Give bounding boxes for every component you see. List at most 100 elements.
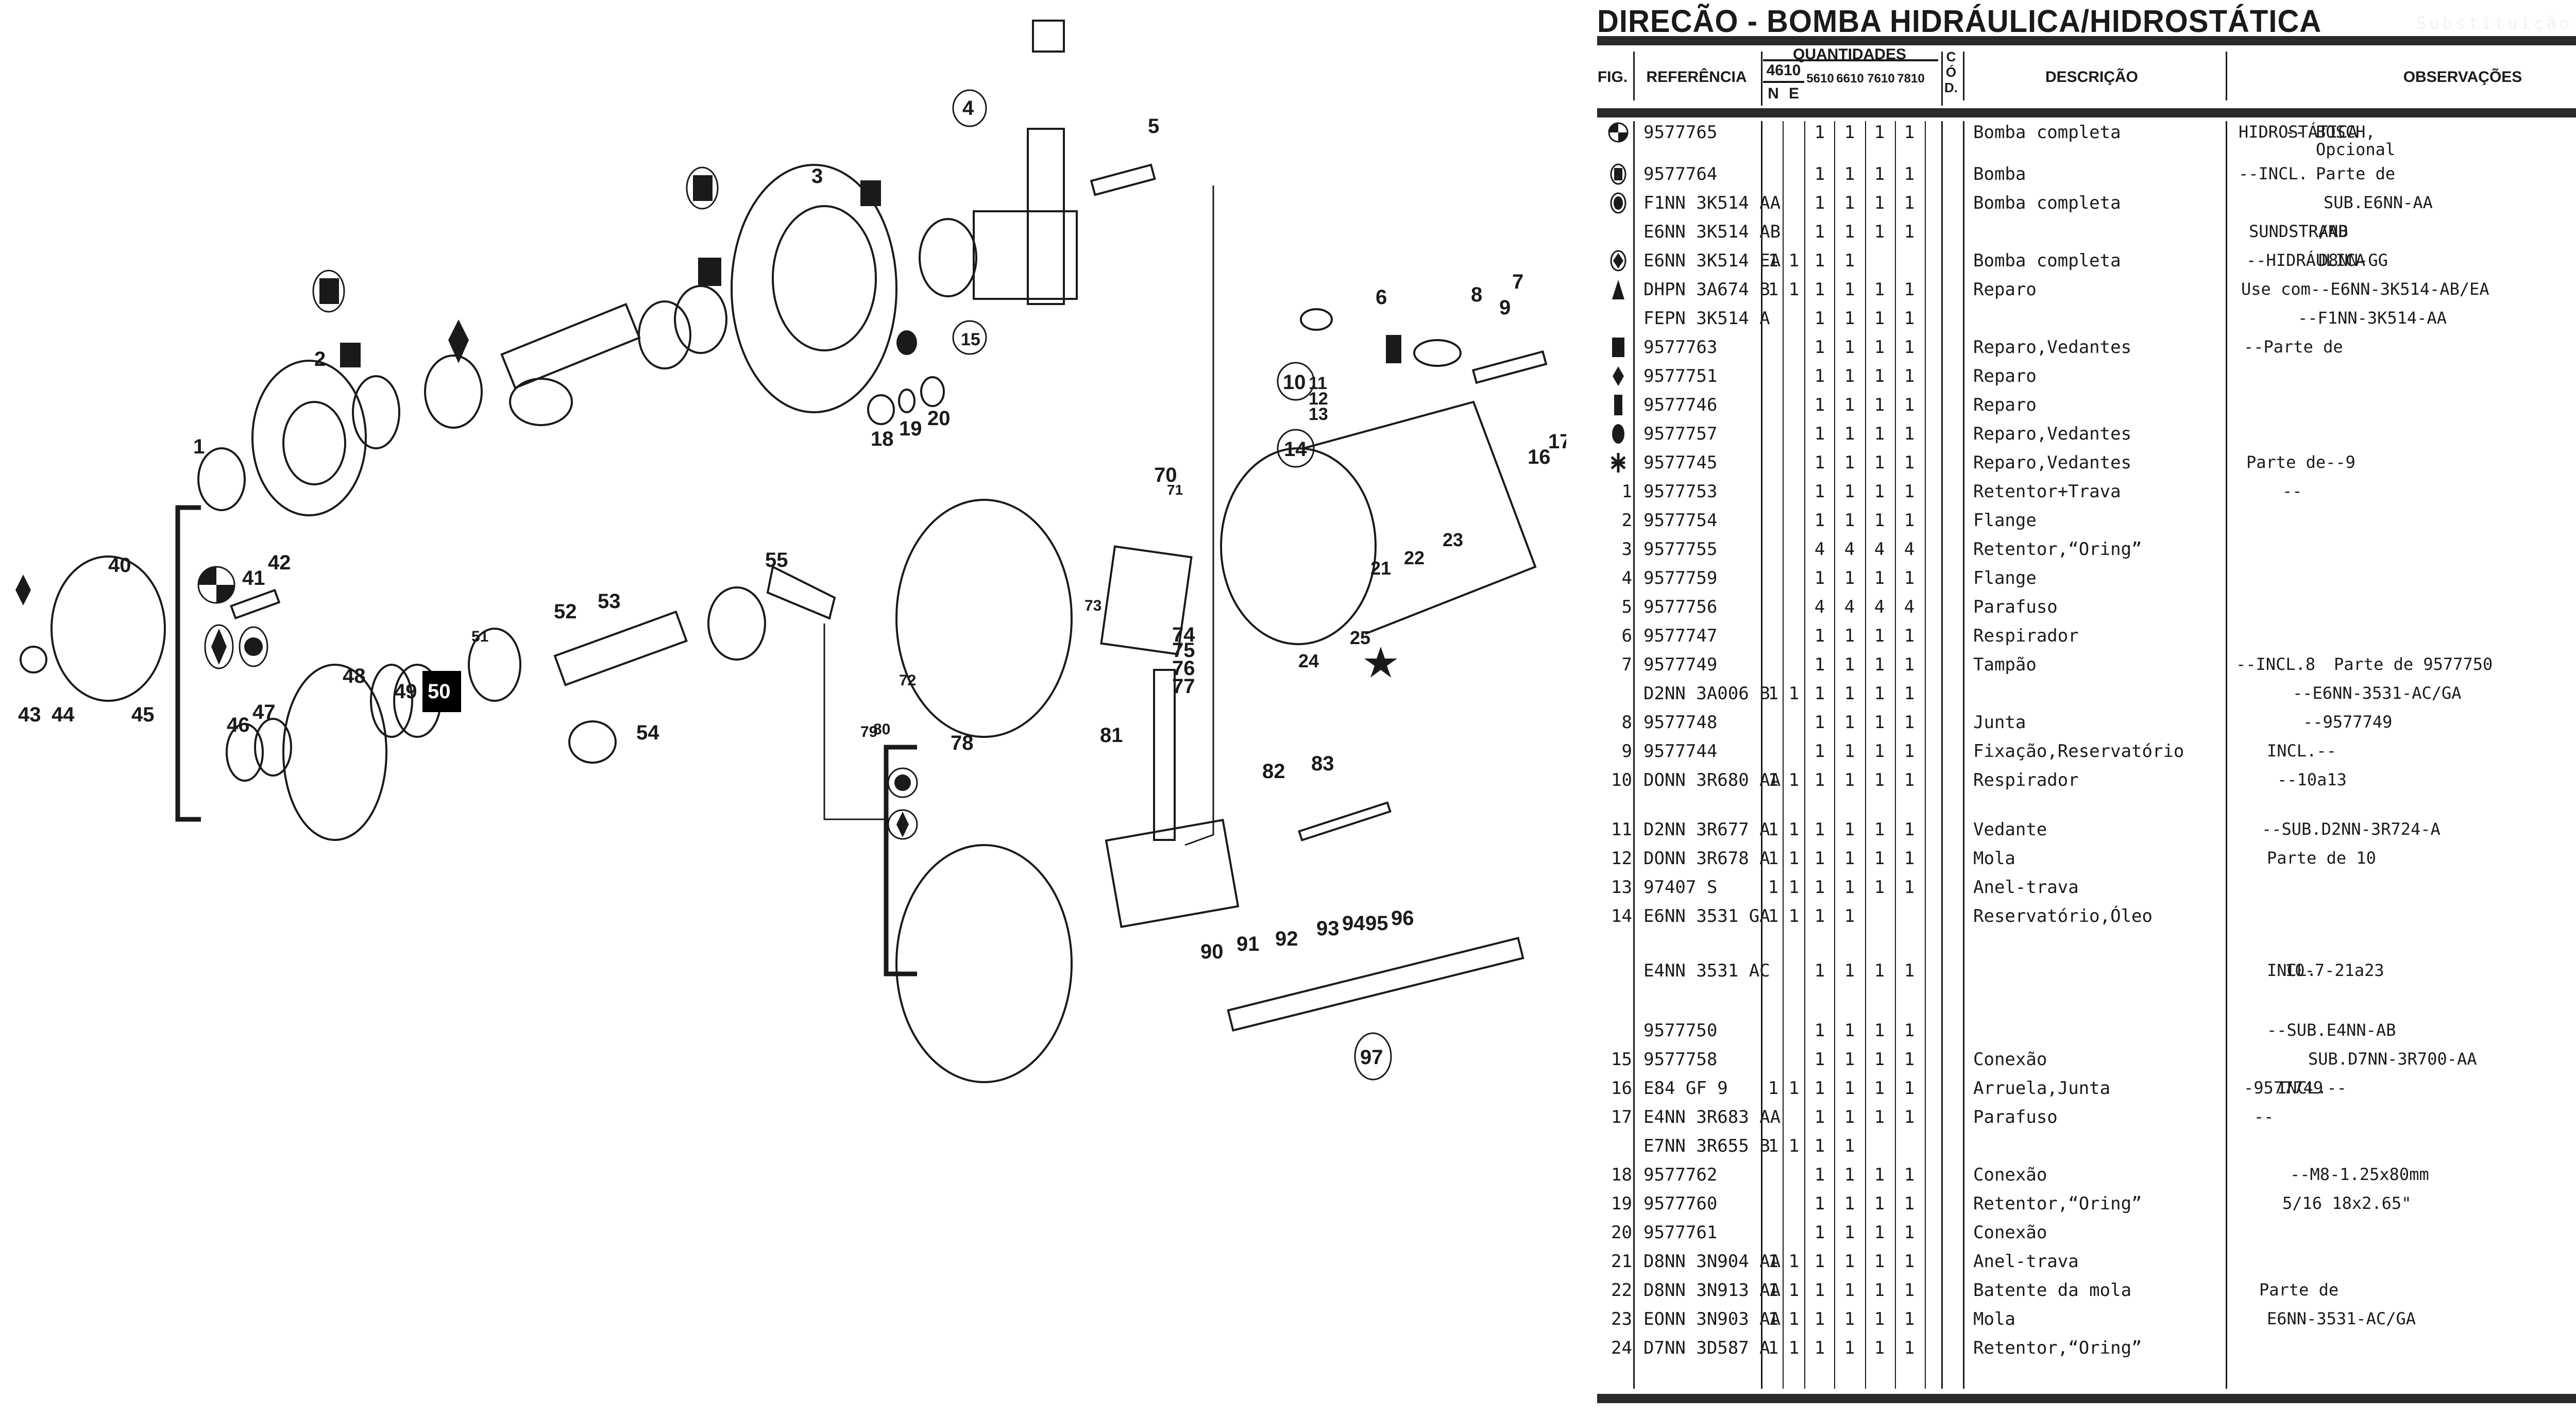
leader-line-2 <box>823 624 886 820</box>
quantity-cell: 1 <box>1874 848 1885 869</box>
square-icon <box>1607 336 1629 358</box>
quantity-cell: 1 <box>1768 1251 1779 1272</box>
quantity-cell: 1 <box>1844 906 1855 927</box>
callout-16: 16 <box>1528 446 1551 468</box>
quantity-cell: 1 <box>1814 961 1825 981</box>
observation-note: INCL.-- <box>2267 741 2336 761</box>
description: Flange <box>1973 510 2037 531</box>
description: Anel-trava <box>1973 877 2079 898</box>
housing-78-top <box>895 499 1073 738</box>
gear-part <box>509 378 573 426</box>
reference-code: DHPN 3A674 B <box>1643 279 1770 300</box>
callout-71: 71 <box>1167 482 1183 498</box>
asterisk-icon <box>1607 452 1629 474</box>
reference-code: F1NN 3K514 AA <box>1643 193 1781 213</box>
quantity-cell: 1 <box>1904 481 1915 502</box>
quantity-cell: 1 <box>1814 395 1825 415</box>
fig-number: 12 <box>1611 848 1632 869</box>
valve-body <box>973 210 1078 300</box>
fig-number: 23 <box>1611 1309 1632 1329</box>
callout-7: 7 <box>1512 271 1523 293</box>
quantity-cell: 1 <box>1814 683 1825 704</box>
reference-code: 9577760 <box>1643 1193 1718 1214</box>
observation-note: HIDROSTÁTICA <box>2239 122 2358 142</box>
quantity-cell: 1 <box>1814 1165 1825 1185</box>
quantity-cell: 1 <box>1904 1338 1915 1358</box>
quantity-cell: 1 <box>1904 1222 1915 1243</box>
quantity-cell: 1 <box>1814 481 1825 502</box>
tall-rect-icon <box>1607 394 1629 416</box>
observation-note: 10-7-21a23 <box>2285 961 2384 980</box>
header-desc: DESCRIÇÃO <box>2045 69 2138 86</box>
quantity-cell: 1 <box>1874 366 1885 386</box>
quantity-cell: 1 <box>1814 1309 1825 1329</box>
bolt-83 <box>1298 801 1392 841</box>
description: Respirador <box>1973 770 2079 790</box>
callout-78: 78 <box>951 732 974 754</box>
reference-code: 9577756 <box>1643 597 1718 617</box>
callout-41: 41 <box>242 567 265 589</box>
housing-78-bottom <box>895 844 1073 1083</box>
quantity-cell: 1 <box>1814 222 1825 242</box>
quantity-cell: 1 <box>1844 1251 1855 1272</box>
quantity-cell: 1 <box>1814 848 1825 869</box>
quantity-cell: 1 <box>1874 424 1885 444</box>
observation-note: 5/16 18x2.65" <box>2282 1193 2412 1213</box>
quantity-cell: 1 <box>1874 626 1885 646</box>
shaft-part <box>500 302 641 390</box>
quantity-cell: 1 <box>1768 683 1779 704</box>
ring-47 <box>254 718 292 777</box>
description: Reparo,Vedantes <box>1973 337 2132 358</box>
quantity-cell: 1 <box>1788 877 1800 898</box>
quantity-cell: 1 <box>1844 961 1855 981</box>
callout-91: 91 <box>1236 933 1260 955</box>
description: Fixação,Reservatório <box>1973 741 2184 762</box>
observation-note: --INCL.8 <box>2236 654 2316 674</box>
gear-54 <box>568 720 617 764</box>
quantity-cell: 1 <box>1788 1309 1800 1329</box>
callout-72: 72 <box>899 672 916 689</box>
connector-20 <box>920 376 945 407</box>
diamond-icon <box>1607 365 1629 387</box>
fig-number: 15 <box>1611 1049 1632 1070</box>
observation-note: Parte de <box>2259 1280 2339 1300</box>
square-callout <box>693 175 713 201</box>
quantity-cell: 1 <box>1788 770 1800 790</box>
callout-42: 42 <box>268 551 291 574</box>
quantity-cell: 1 <box>1874 279 1885 300</box>
quantity-cell: 1 <box>1814 568 1825 588</box>
quantity-cell: 1 <box>1874 1049 1885 1070</box>
description: Reservatório,Óleo <box>1973 906 2153 927</box>
fig-number: 3 <box>1621 539 1632 560</box>
quantity-cell: 1 <box>1874 1107 1885 1127</box>
quantity-cell: 1 <box>1768 819 1779 840</box>
callout-21: 21 <box>1370 558 1391 579</box>
quantity-cell: 1 <box>1844 366 1855 386</box>
reference-code: D2NN 3A006 B <box>1643 683 1770 704</box>
circle-callout <box>896 330 917 355</box>
header-fig: FIG. <box>1597 69 1628 86</box>
callout-10: 10 <box>1283 371 1306 394</box>
quantity-cell: 1 <box>1768 770 1779 790</box>
quantity-cell: 1 <box>1844 654 1855 675</box>
observation-note: /AB <box>2318 222 2348 241</box>
quantity-cell: 1 <box>1904 770 1915 790</box>
reservoir-body <box>1303 400 1537 635</box>
quantity-cell: 1 <box>1844 848 1855 869</box>
quantity-cell: 1 <box>1874 683 1885 704</box>
quantity-cell: 1 <box>1844 279 1855 300</box>
reference-code: 9577764 <box>1643 164 1718 184</box>
square-callout <box>319 278 339 304</box>
quantity-cell: 1 <box>1844 1078 1855 1099</box>
quantity-cell: 1 <box>1814 1020 1825 1041</box>
